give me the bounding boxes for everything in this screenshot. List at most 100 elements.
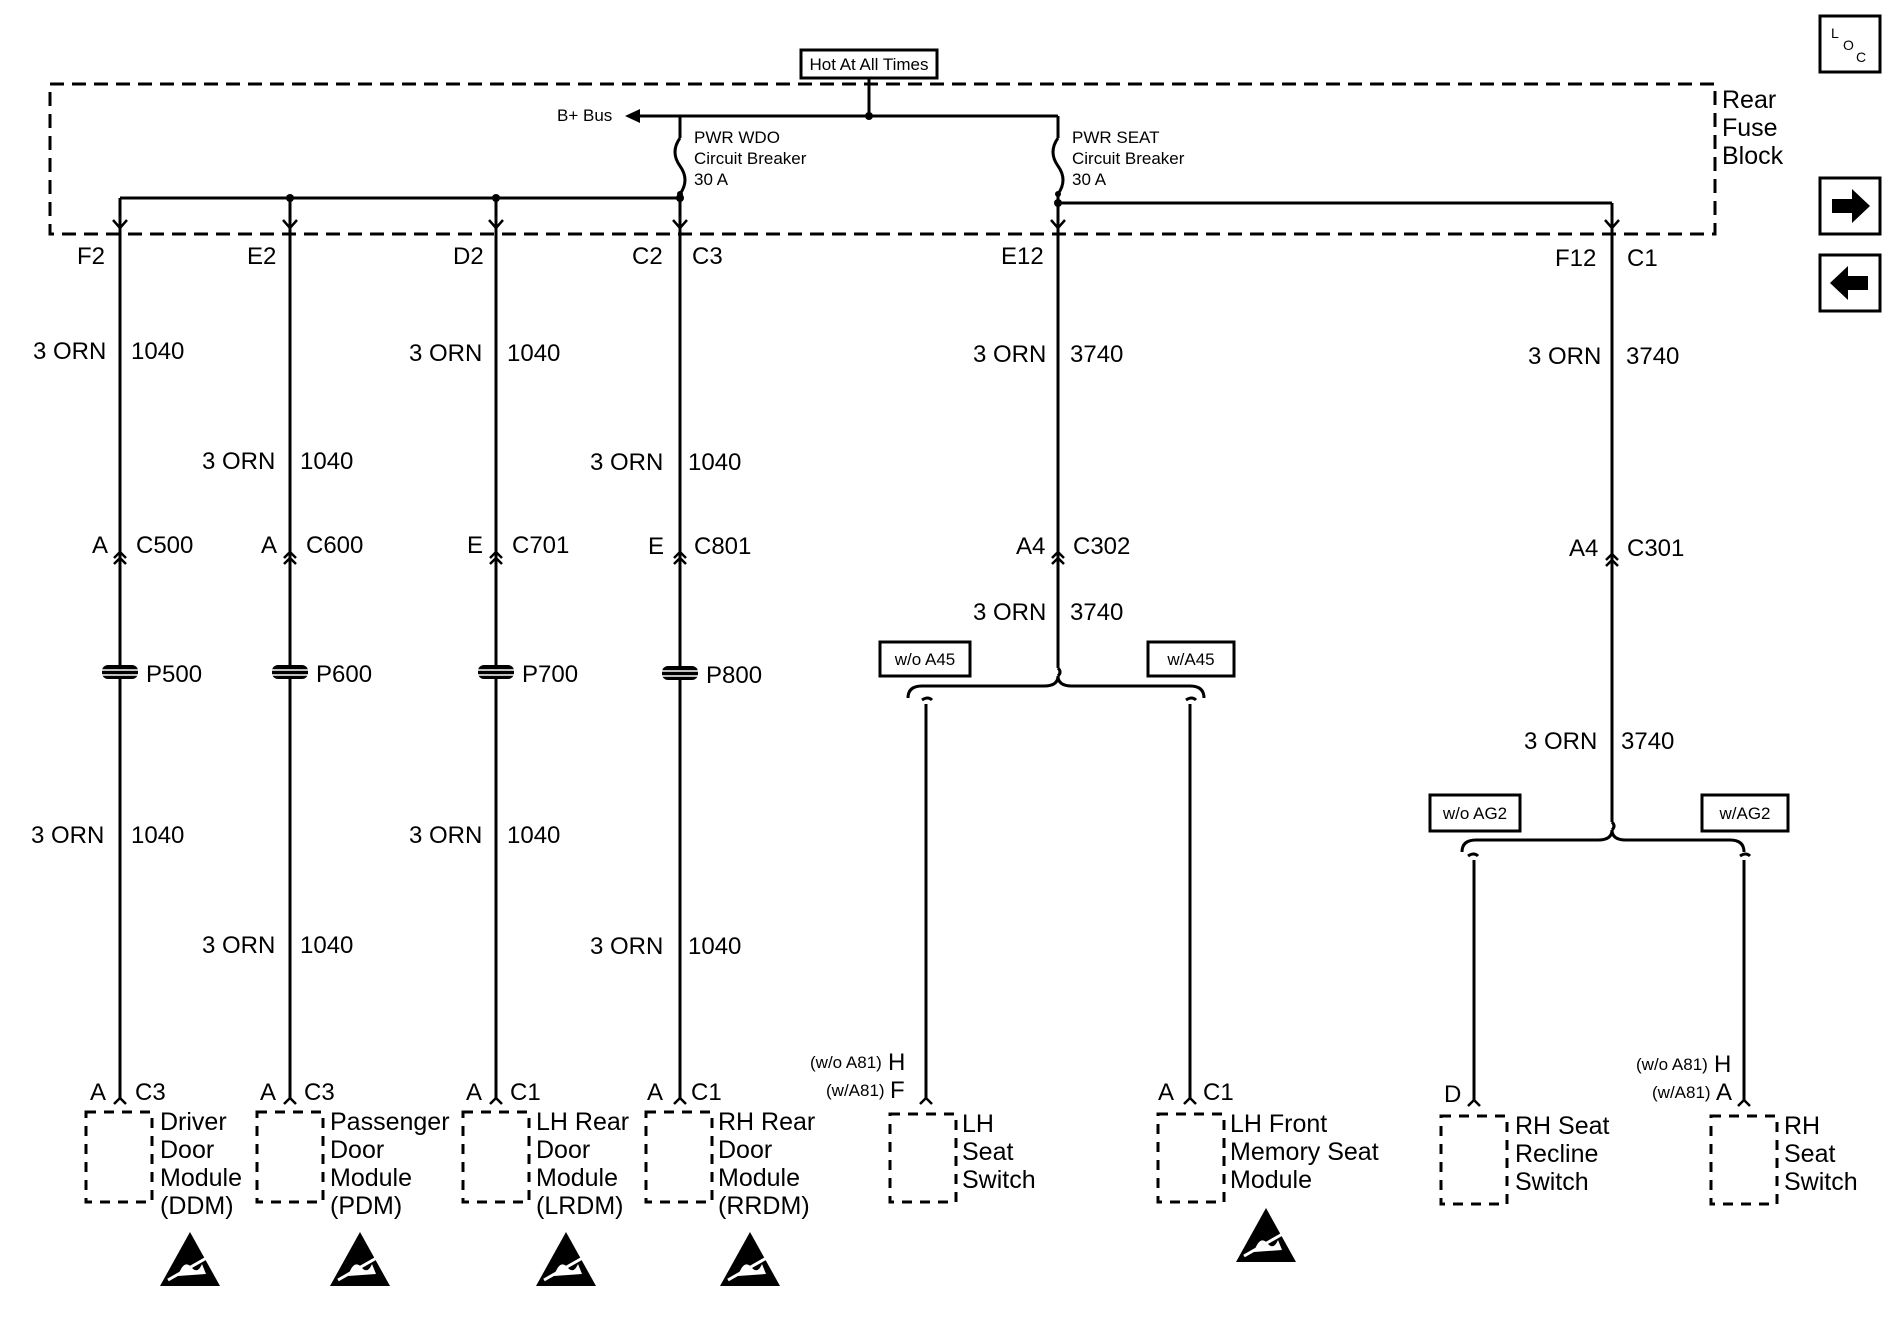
svg-text:1040: 1040	[131, 822, 184, 849]
svg-text:PWR SEAT: PWR SEAT	[1072, 128, 1160, 147]
svg-text:D: D	[1444, 1081, 1461, 1108]
svg-text:3 ORN: 3 ORN	[590, 449, 663, 476]
svg-text:3740: 3740	[1070, 341, 1123, 368]
svg-text:(PDM): (PDM)	[330, 1192, 402, 1220]
svg-text:Circuit Breaker: Circuit Breaker	[694, 149, 807, 168]
pin-c2: C2	[632, 243, 663, 270]
svg-text:A4: A4	[1569, 535, 1598, 562]
lrdm-label: LH Rear	[536, 1108, 629, 1136]
pin-f2: F2	[77, 243, 105, 270]
svg-text:L: L	[1831, 25, 1839, 41]
svg-text:Seat: Seat	[1784, 1140, 1835, 1168]
svg-text:(w/A81): (w/A81)	[1652, 1083, 1711, 1102]
svg-text:w/A45: w/A45	[1166, 650, 1214, 669]
svg-text:Circuit Breaker: Circuit Breaker	[1072, 149, 1185, 168]
svg-text:Switch: Switch	[962, 1166, 1036, 1194]
svg-text:A: A	[92, 532, 108, 559]
svg-text:Module: Module	[1230, 1166, 1312, 1194]
pwr-wdo-circuit-breaker: PWR WDO Circuit Breaker 30 A	[673, 116, 807, 197]
svg-text:C801: C801	[694, 533, 751, 560]
svg-text:(LRDM): (LRDM)	[536, 1192, 624, 1220]
svg-text:(w/o A81): (w/o A81)	[1636, 1055, 1708, 1074]
b-bus-arrow-icon	[625, 109, 640, 123]
svg-text:w/o AG2: w/o AG2	[1442, 804, 1507, 823]
svg-text:Module: Module	[718, 1164, 800, 1192]
svg-text:P600: P600	[316, 661, 372, 688]
rear-fuse-block: Rear Fuse Block	[48, 82, 1784, 236]
svg-text:Door: Door	[536, 1136, 590, 1164]
hot-at-all-times-label: Hot At All Times	[799, 48, 939, 80]
svg-text:P500: P500	[146, 661, 202, 688]
esd-sensitive-icon	[718, 1230, 782, 1288]
svg-text:A: A	[1158, 1079, 1174, 1106]
svg-text:A: A	[261, 532, 277, 559]
svg-text:3 ORN: 3 ORN	[1528, 343, 1601, 370]
pin-c1: C1	[1627, 245, 1658, 272]
arrow-right-icon[interactable]	[1818, 176, 1882, 236]
svg-text:1040: 1040	[300, 448, 353, 475]
svg-text:30 A: 30 A	[1072, 170, 1107, 189]
svg-text:C1: C1	[1203, 1079, 1234, 1106]
svg-text:H: H	[1714, 1051, 1731, 1078]
option-wo-a45: w/o A45	[878, 640, 972, 678]
svg-text:(w/o A81): (w/o A81)	[810, 1053, 882, 1072]
pin-c3: C3	[692, 243, 723, 270]
svg-text:C500: C500	[136, 532, 193, 559]
svg-text:3 ORN: 3 ORN	[202, 932, 275, 959]
pdm-circuit: 3 ORN 1040 A C600 P600 3 ORN 1040 A C3 P…	[202, 228, 450, 1288]
pin-e2: E2	[247, 243, 276, 270]
arrow-left-icon[interactable]	[1818, 253, 1882, 313]
lh-seat-circuit: 3 ORN 3740 A4 C302 3 ORN 3740 w/o A45 w/…	[810, 228, 1379, 1264]
svg-text:(w/A81): (w/A81)	[826, 1081, 885, 1100]
esd-sensitive-icon	[158, 1230, 222, 1288]
fuse-block-label-line2: Fuse	[1722, 114, 1778, 142]
svg-text:w/AG2: w/AG2	[1718, 804, 1770, 823]
svg-text:1040: 1040	[131, 338, 184, 365]
rrdm-label: RH Rear	[718, 1108, 815, 1136]
pdm-label: Passenger	[330, 1108, 450, 1136]
svg-text:1040: 1040	[507, 340, 560, 367]
svg-text:3740: 3740	[1621, 728, 1674, 755]
svg-text:1040: 1040	[688, 933, 741, 960]
svg-text:C600: C600	[306, 532, 363, 559]
svg-text:F: F	[890, 1077, 905, 1104]
svg-text:Door: Door	[160, 1136, 214, 1164]
svg-text:Module: Module	[330, 1164, 412, 1192]
lrdm-circuit: 3 ORN 1040 E C701 P700 3 ORN 1040 A C1 L…	[409, 228, 629, 1288]
svg-text:Door: Door	[718, 1136, 772, 1164]
svg-text:H: H	[888, 1049, 905, 1076]
option-w-a45: w/A45	[1146, 640, 1236, 678]
svg-text:3 ORN: 3 ORN	[31, 822, 104, 849]
pwr-seat-circuit-breaker: PWR SEAT Circuit Breaker 30 A	[1051, 116, 1185, 197]
svg-text:PWR WDO: PWR WDO	[694, 128, 780, 147]
rh-seat-circuit: 3 ORN 3740 A4 C301 3 ORN 3740 w/o AG2 w/…	[1428, 228, 1858, 1206]
svg-text:3 ORN: 3 ORN	[973, 341, 1046, 368]
svg-text:A: A	[90, 1079, 106, 1106]
svg-text:(RRDM): (RRDM)	[718, 1192, 810, 1220]
svg-text:3 ORN: 3 ORN	[33, 338, 106, 365]
svg-text:Seat: Seat	[962, 1138, 1013, 1166]
lh-front-memory-seat-module-label: LH Front	[1230, 1110, 1327, 1138]
loc-icon[interactable]: L O C	[1818, 14, 1882, 74]
svg-text:Switch: Switch	[1784, 1168, 1858, 1196]
svg-text:3 ORN: 3 ORN	[973, 599, 1046, 626]
svg-text:Module: Module	[536, 1164, 618, 1192]
svg-text:30 A: 30 A	[694, 170, 729, 189]
svg-text:O: O	[1843, 37, 1854, 53]
svg-text:3 ORN: 3 ORN	[202, 448, 275, 475]
rh-seat-recline-switch-label: RH Seat	[1515, 1112, 1610, 1140]
svg-text:P700: P700	[522, 661, 578, 688]
pin-d2: D2	[453, 243, 484, 270]
svg-text:1040: 1040	[300, 932, 353, 959]
esd-sensitive-icon	[328, 1230, 392, 1288]
esd-sensitive-icon	[534, 1230, 598, 1288]
option-wo-ag2: w/o AG2	[1428, 793, 1522, 833]
svg-text:3 ORN: 3 ORN	[409, 340, 482, 367]
svg-text:(DDM): (DDM)	[160, 1192, 234, 1220]
svg-text:Module: Module	[160, 1164, 242, 1192]
svg-text:A: A	[260, 1079, 276, 1106]
svg-text:Recline: Recline	[1515, 1140, 1598, 1168]
svg-text:3740: 3740	[1626, 343, 1679, 370]
svg-text:A4: A4	[1016, 533, 1045, 560]
